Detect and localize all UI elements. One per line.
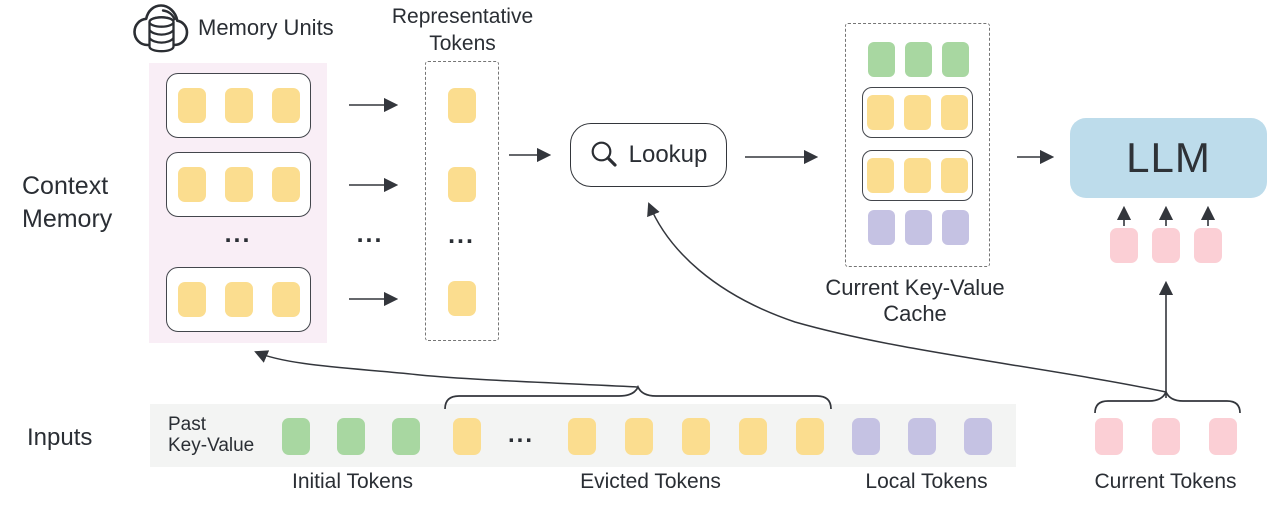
magnifier-icon [590,140,620,170]
token-purple [852,418,880,455]
evicted-gap-ellipsis: ... [507,421,534,448]
representative-tokens-label: Representative Tokens [375,3,550,57]
initial-tokens-group [282,418,420,455]
evicted-tokens-after [568,418,824,455]
token-green [942,42,969,77]
token-green [905,42,932,77]
token-yellow [739,418,767,455]
inputs-label: Inputs [27,424,93,451]
context-memory-box [149,63,327,343]
representative-label-line1: Representative [391,5,534,28]
token-yellow [867,95,894,130]
token-yellow [448,88,476,123]
token-green [282,418,310,455]
current-tokens-label: Current Tokens [1094,470,1237,493]
memory-unit [166,267,311,332]
token-pink [1209,418,1237,455]
evicted-tokens-label: Evicted Tokens [580,470,721,493]
token-yellow [271,282,300,317]
token-yellow [271,88,300,123]
token-yellow [867,158,894,193]
token-purple [905,210,932,245]
current-tokens-brace [1094,389,1241,414]
token-yellow [904,95,931,130]
context-memory-label-line1: Context [22,172,109,200]
token-pink [1110,228,1138,263]
context-memory-label-line2: Memory [22,205,113,233]
lookup-label: Lookup [628,141,708,168]
initial-tokens-label: Initial Tokens [291,470,414,493]
representative-label-line2: Tokens [429,32,496,55]
cache-row-retrieved-unit [862,150,973,201]
token-purple [868,210,895,245]
token-yellow [177,167,206,202]
past-key-value-label: Past Key-Value [168,414,254,456]
token-yellow [796,418,824,455]
token-pink [1152,418,1180,455]
token-pink [1194,228,1222,263]
cache-row-retrieved-unit [862,87,973,138]
llm-box: LLM [1070,118,1267,198]
arrow-column-ellipsis: ... [356,220,384,248]
token-yellow [224,167,253,202]
representative-box-ellipsis: ... [448,221,475,249]
current-kv-cache-label: Current Key-Value Cache [815,275,1015,327]
token-green [337,418,365,455]
token-yellow [682,418,710,455]
token-pink [1152,228,1180,263]
token-yellow [224,88,253,123]
local-tokens-label: Local Tokens [865,470,988,493]
token-yellow [625,418,653,455]
token-yellow [941,95,968,130]
current-tokens-group [1095,418,1237,455]
token-yellow [941,158,968,193]
evicted-to-memory-curve [254,350,639,388]
token-yellow [224,282,253,317]
token-yellow [271,167,300,202]
memory-unit [166,152,311,217]
cache-row-local [868,210,969,245]
representative-tokens-box: ... [425,61,499,341]
token-green [868,42,895,77]
cache-row-initial [868,42,969,77]
llm-label: LLM [1126,134,1211,181]
past-kv-label-line1: Past [168,414,207,435]
token-purple [964,418,992,455]
memory-unit [166,73,311,138]
token-yellow [904,158,931,193]
token-yellow [453,418,481,455]
cache-label-line1: Current Key-Value [825,275,1005,300]
memory-units-label: Memory Units [198,15,334,40]
cache-label-line2: Cache [883,301,947,326]
cloud-database-icon [131,1,189,55]
local-tokens-group [852,418,992,455]
token-purple [942,210,969,245]
token-yellow [177,282,206,317]
llm-input-tokens [1110,228,1222,263]
token-yellow [448,281,476,316]
past-kv-label-line2: Key-Value [168,435,255,456]
memory-box-ellipsis: ... [224,220,252,248]
token-green [392,418,420,455]
context-memory-label: Context Memory [22,170,112,236]
token-yellow [448,167,476,202]
token-yellow [568,418,596,455]
token-purple [908,418,936,455]
lookup-box: Lookup [570,123,727,187]
token-pink [1095,418,1123,455]
evicted-tokens-before [453,418,481,455]
token-yellow [177,88,206,123]
